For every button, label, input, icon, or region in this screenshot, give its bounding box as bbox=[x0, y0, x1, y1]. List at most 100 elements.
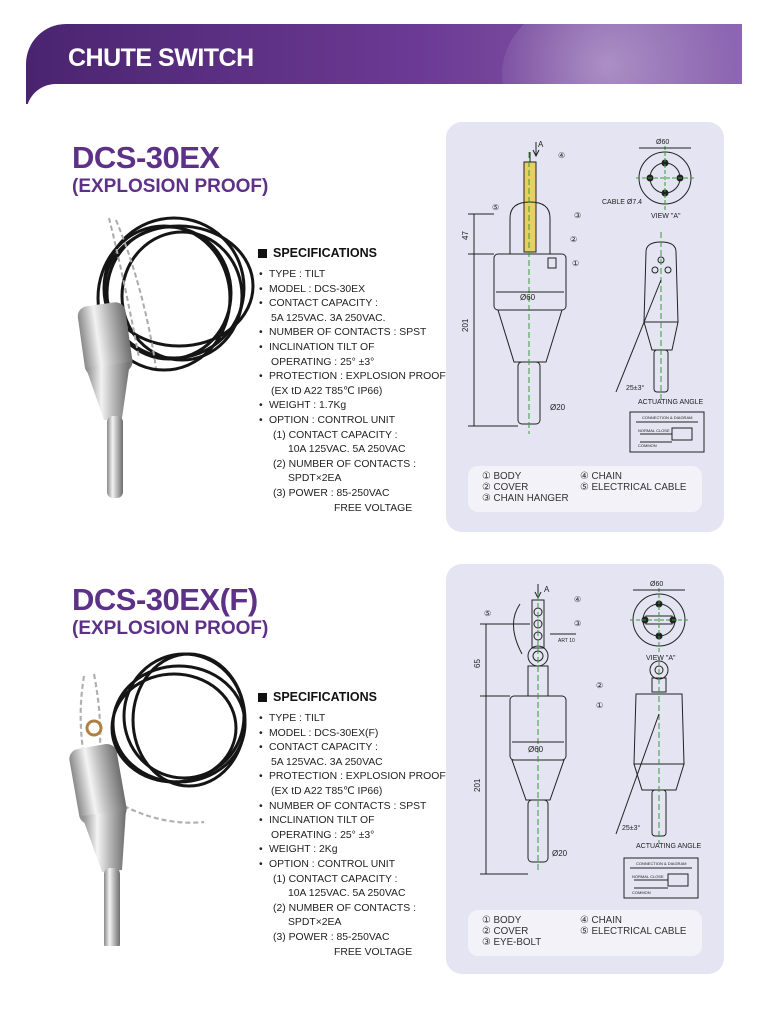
actuating-label: ACTUATING ANGLE bbox=[636, 843, 702, 850]
spec-item: (1) CONTACT CAPACITY : bbox=[273, 873, 398, 885]
specifications: SPECIFICATIONS TYPE : TILT MODEL : DCS-3… bbox=[258, 690, 448, 960]
callout-1: ① bbox=[596, 701, 603, 710]
legend-item: ⑤ ELECTRICAL CABLE bbox=[580, 482, 687, 493]
dim-body: 201 bbox=[461, 318, 470, 332]
spec-item: INCLINATION TILT OF bbox=[258, 814, 448, 829]
dim-top: 47 bbox=[461, 231, 470, 240]
arrow-label: A bbox=[544, 585, 550, 594]
technical-drawing: A 47 201 Ø60 Ø20 ④ ⑤ ③ ② ① Ø60 CABLE Ø7.… bbox=[461, 139, 705, 453]
product-dcs-30ex-f: DCS-30EX(F) (EXPLOSION PROOF) SPECIF bbox=[0, 562, 768, 982]
spec-item: (2) NUMBER OF CONTACTS : bbox=[273, 458, 416, 470]
page-title: CHUTE SWITCH bbox=[68, 44, 254, 72]
spec-item: MODEL : DCS-30EX bbox=[258, 283, 448, 298]
spec-item: NUMBER OF CONTACTS : SPST bbox=[258, 326, 448, 341]
spec-item: CONTACT CAPACITY : bbox=[258, 741, 448, 756]
diagram-no: NORMAL CLOSE bbox=[638, 428, 670, 433]
spec-item: 5A 125VAC. 3A 250VAC. bbox=[271, 312, 386, 324]
spec-item: OPTION : CONTROL UNIT bbox=[258, 858, 448, 873]
spec-item: OPERATING : 25° ±3° bbox=[271, 356, 375, 368]
angle-label: 25±3° bbox=[622, 824, 641, 832]
spec-item: TYPE : TILT bbox=[258, 712, 448, 727]
spec-heading: SPECIFICATIONS bbox=[258, 690, 448, 704]
spec-item: (EX tD A22 T85℃ IP66) bbox=[271, 385, 383, 397]
technical-drawing: A 65 201 Ø60 Ø20 ART 10 ④ ⑤ ③ ② ① Ø60 bbox=[473, 581, 702, 899]
spec-item: 10A 125VAC. 5A 250VAC bbox=[288, 888, 406, 900]
legend-item: ① BODY bbox=[482, 471, 522, 482]
specifications: SPECIFICATIONS TYPE : TILT MODEL : DCS-3… bbox=[258, 246, 448, 516]
spec-item: OPERATING : 25° ±3° bbox=[271, 829, 375, 841]
callout-2: ② bbox=[596, 681, 603, 690]
view-label: VIEW "A" bbox=[651, 213, 681, 220]
spec-item: (EX tD A22 T85℃ IP66) bbox=[271, 785, 383, 797]
callout-5: ⑤ bbox=[484, 609, 491, 618]
spec-item: (3) POWER : 85-250VAC bbox=[273, 931, 390, 943]
spec-item: SPDT×2EA bbox=[288, 473, 342, 485]
diagram-com: COMMON bbox=[632, 890, 651, 895]
product-subtitle: (EXPLOSION PROOF) bbox=[72, 618, 269, 639]
header-curve bbox=[26, 84, 742, 114]
switch-body bbox=[77, 302, 133, 498]
legend-item: ② COVER bbox=[482, 926, 529, 937]
product-model: DCS-30EX bbox=[72, 140, 220, 175]
diagram-title: CONNECTION & DIAGRAM bbox=[642, 415, 692, 420]
product-photo bbox=[69, 652, 247, 946]
spec-heading: SPECIFICATIONS bbox=[258, 246, 448, 260]
spec-item: SPDT×2EA bbox=[288, 917, 342, 929]
product-dcs-30ex: DCS-30EX (EXPLOSION PROOF) SPECIFICATION… bbox=[0, 120, 768, 540]
switch-body bbox=[69, 743, 127, 946]
legend-item: ② COVER bbox=[482, 482, 529, 493]
callout-3: ③ bbox=[574, 619, 581, 628]
technical-drawing-panel: A 47 201 Ø60 Ø20 ④ ⑤ ③ ② ① Ø60 CABLE Ø7.… bbox=[446, 122, 724, 532]
spec-item: CONTACT CAPACITY : bbox=[258, 297, 448, 312]
legend-item: ④ CHAIN bbox=[580, 915, 622, 926]
product-subtitle: (EXPLOSION PROOF) bbox=[72, 176, 269, 197]
spec-item: TYPE : TILT bbox=[258, 268, 448, 283]
spec-item: WEIGHT : 2Kg bbox=[258, 843, 448, 858]
product-photo bbox=[77, 216, 255, 498]
spec-item: (3) POWER : 85-250VAC bbox=[273, 487, 390, 499]
spec-item: OPTION : CONTROL UNIT bbox=[258, 414, 448, 429]
chain bbox=[108, 217, 157, 369]
spec-item: (2) NUMBER OF CONTACTS : bbox=[273, 902, 416, 914]
spec-list: TYPE : TILT MODEL : DCS-30EX CONTACT CAP… bbox=[258, 268, 448, 516]
dim-top: 65 bbox=[473, 659, 482, 668]
spec-item: PROTECTION : EXPLOSION PROOF bbox=[258, 770, 448, 785]
spec-item: INCLINATION TILT OF bbox=[258, 341, 448, 356]
dia-shaft: Ø20 bbox=[552, 849, 568, 858]
spec-item: 5A 125VAC. 3A 250VAC bbox=[271, 756, 383, 768]
spec-item: PROTECTION : EXPLOSION PROOF bbox=[258, 370, 448, 385]
spec-item: (1) CONTACT CAPACITY : bbox=[273, 429, 398, 441]
spec-item: MODEL : DCS-30EX(F) bbox=[258, 727, 448, 742]
angle-label: 25±3° bbox=[626, 384, 645, 392]
diagram-com: COMMON bbox=[638, 443, 657, 448]
callout-4: ④ bbox=[558, 151, 565, 160]
dia-shaft: Ø20 bbox=[550, 403, 566, 412]
callout-3: ③ bbox=[574, 211, 581, 220]
dia-top-view: Ø60 bbox=[650, 581, 663, 588]
dia-body: Ø60 bbox=[528, 745, 544, 754]
spec-item: 10A 125VAC. 5A 250VAC bbox=[288, 444, 406, 456]
cable-label: CABLE Ø7.4 bbox=[602, 199, 642, 206]
product-model: DCS-30EX(F) bbox=[72, 582, 258, 617]
spec-item: FREE VOLTAGE bbox=[334, 946, 413, 958]
spec-list: TYPE : TILT MODEL : DCS-30EX(F) CONTACT … bbox=[258, 712, 448, 960]
bolt-label: ART 10 bbox=[558, 638, 575, 644]
arrow-label: A bbox=[538, 140, 544, 149]
cable-coil bbox=[96, 216, 255, 372]
callout-5: ⑤ bbox=[492, 203, 499, 212]
legend-item: ③ EYE-BOLT bbox=[482, 937, 542, 948]
callout-4: ④ bbox=[574, 595, 581, 604]
spec-item: WEIGHT : 1.7Kg bbox=[258, 399, 448, 414]
dia-body: Ø60 bbox=[520, 293, 536, 302]
view-label: VIEW "A" bbox=[646, 655, 676, 662]
legend-item: ① BODY bbox=[482, 915, 522, 926]
legend-item: ③ CHAIN HANGER bbox=[482, 493, 569, 504]
cable-coil bbox=[110, 652, 247, 788]
square-bullet-icon bbox=[258, 248, 267, 258]
legend-item: ④ CHAIN bbox=[580, 471, 622, 482]
callout-1: ① bbox=[572, 259, 579, 268]
diagram-no: NORMAL CLOSE bbox=[632, 874, 664, 879]
dim-body: 201 bbox=[473, 778, 482, 792]
